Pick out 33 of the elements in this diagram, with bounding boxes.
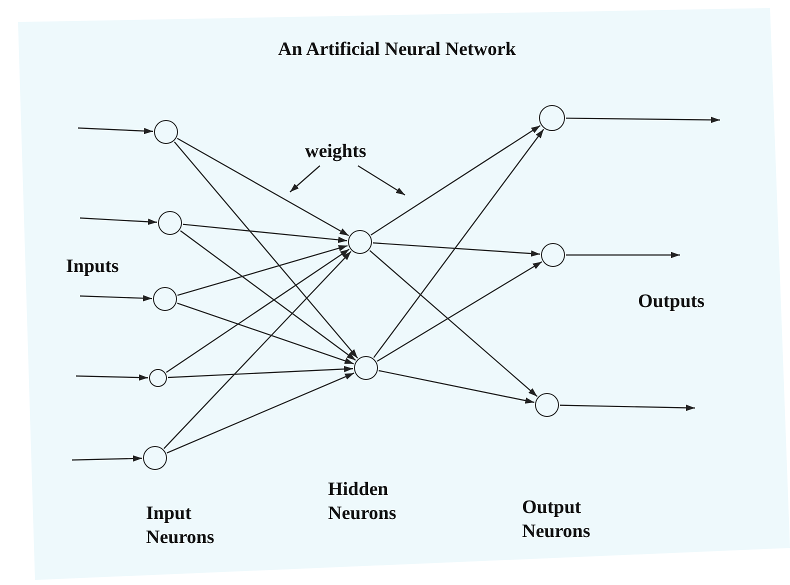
arrow [177,138,349,236]
arrow [76,374,148,381]
layer-label: Outputs [638,290,705,314]
arrow [177,302,354,364]
arrow [372,242,540,257]
arrow [376,261,542,362]
arrow [180,230,356,361]
arrow [78,127,154,134]
arrow [166,372,354,454]
arrow [174,142,358,358]
layer-label: Input Neurons [146,502,216,550]
arrow [370,125,541,236]
arrow [177,245,348,296]
arrow [80,295,152,302]
arrow [80,217,158,225]
arrow [164,251,352,449]
diagram-title: An Artificial Neural Network [278,38,516,62]
layer-label: Hidden Neurons [328,478,398,526]
arrow [182,224,348,243]
arrow [168,366,354,378]
arrow [566,252,680,258]
arrow [560,404,696,411]
leader-arrow [290,165,320,192]
arrow [378,370,534,404]
arrow [72,455,142,462]
arrow [166,248,350,373]
weights-label: weights [305,140,366,164]
layer-label: Output Neurons [522,496,592,544]
layer-label: Inputs [66,255,119,279]
arrow [373,128,544,358]
arrow [566,116,720,124]
arrow [369,250,538,397]
leader-arrow [358,165,406,196]
